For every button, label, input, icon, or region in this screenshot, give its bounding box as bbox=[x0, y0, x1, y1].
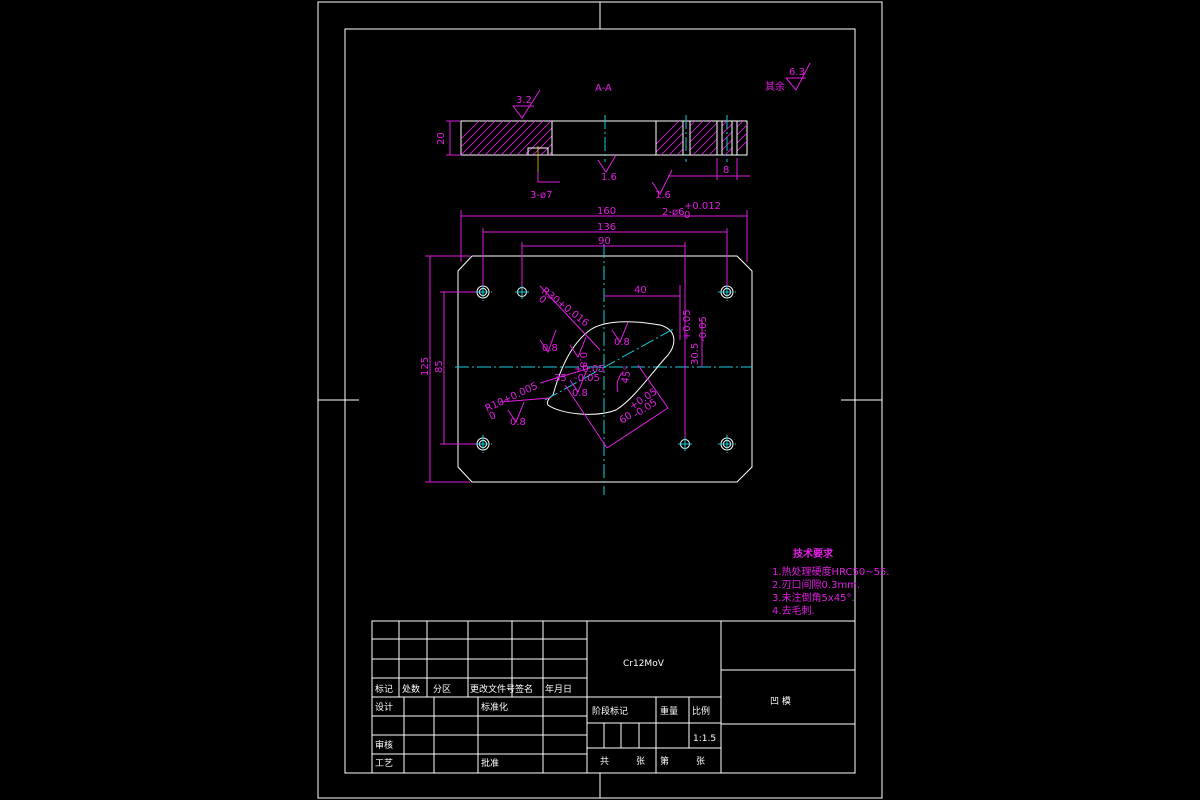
roughness-mid-symbol bbox=[597, 154, 617, 173]
tb-stage: 阶段标记 bbox=[592, 705, 628, 717]
tb-date: 年月日 bbox=[545, 683, 572, 695]
roughness-mid: 1.6 bbox=[601, 172, 617, 183]
dim-30-5: 30.5 bbox=[690, 343, 701, 365]
tb-page: 第 bbox=[660, 755, 669, 767]
svg-text:0.8: 0.8 bbox=[577, 352, 588, 368]
tb-sheet: 共 bbox=[600, 756, 609, 767]
dim-thickness: 20 bbox=[436, 132, 447, 145]
dim-30-5-tol-lower: -0.05 bbox=[698, 316, 709, 342]
dim-r10-lower: 0 bbox=[488, 410, 498, 423]
tb-scale-value: 1:1.5 bbox=[693, 734, 716, 744]
roughness-symbol: 0.8 bbox=[569, 336, 588, 368]
hatch-right bbox=[656, 121, 747, 155]
tb-approve: 批准 bbox=[481, 757, 499, 769]
tb-mark: 标记 bbox=[375, 683, 393, 695]
dim-bolt-span: 136 bbox=[597, 222, 616, 233]
svg-text:0.8: 0.8 bbox=[542, 343, 558, 354]
dim-r10-leader bbox=[499, 397, 551, 403]
die-opening bbox=[546, 321, 675, 415]
tech-req-line4: 4.去毛刺. bbox=[772, 605, 815, 617]
hole-note: 3-ø7 bbox=[530, 190, 552, 201]
dim-offset: 40 bbox=[634, 285, 647, 296]
bolt-hole bbox=[474, 435, 492, 453]
svg-text:0.8: 0.8 bbox=[510, 417, 526, 428]
dim-60-line bbox=[606, 407, 669, 449]
dim-r30-lower: 0 bbox=[536, 294, 548, 307]
bolt-hole bbox=[718, 435, 736, 453]
dim-35-tol-upper: +0.05 bbox=[574, 364, 605, 375]
tb-page-of: 张 bbox=[696, 756, 705, 767]
tech-req-line1: 1.热处理硬度HRC50~55. bbox=[772, 565, 890, 578]
tech-req-title: 技术要求 bbox=[793, 547, 834, 560]
section-outline bbox=[460, 120, 748, 156]
svg-text:0.8: 0.8 bbox=[614, 337, 630, 348]
dim-35-tol-lower: -0.05 bbox=[574, 373, 600, 384]
dim-30-5-tol-upper: +0.05 bbox=[682, 309, 693, 340]
dim-r30: R30+0.016 bbox=[539, 286, 590, 330]
roughness-symbol: 0.8 bbox=[569, 371, 588, 399]
tech-req-line2: 2.刃口间隙0.3mm. bbox=[772, 578, 860, 591]
dim-r30-leader bbox=[539, 285, 601, 351]
tech-requirements: 技术要求 1.热处理硬度HRC50~55. 2.刃口间隙0.3mm. 3.未注倒… bbox=[772, 547, 890, 617]
roughness-symbol: 0.8 bbox=[611, 321, 630, 348]
roughness-right-symbol bbox=[651, 169, 673, 195]
roughness-top-symbol bbox=[512, 89, 541, 119]
dim-pin-tol-upper: +0.012 bbox=[684, 201, 721, 212]
section-view bbox=[460, 115, 748, 172]
dim-pin-span: 90 bbox=[598, 236, 611, 247]
tb-sign: 签名 bbox=[515, 683, 533, 695]
roughness-right: 1.6 bbox=[655, 190, 671, 201]
tb-count: 处数 bbox=[402, 683, 420, 695]
dim-pin-note: 2-ø6 bbox=[662, 207, 684, 218]
dim-angle-arc bbox=[616, 371, 624, 393]
dim-35-line bbox=[539, 367, 591, 384]
tb-doc: 更改文件号 bbox=[470, 683, 515, 695]
pin-hole bbox=[515, 285, 529, 299]
tb-sheet-of: 张 bbox=[636, 756, 645, 767]
roughness-default-symbol bbox=[785, 62, 811, 91]
pin-hole bbox=[678, 437, 692, 451]
material-name: Cr12MoV bbox=[623, 659, 665, 669]
inner-frame bbox=[344, 28, 856, 774]
dim-step: 8 bbox=[723, 165, 729, 176]
tb-scale-label: 比例 bbox=[692, 705, 710, 717]
section-label: A-A bbox=[595, 83, 612, 94]
plate-outline bbox=[457, 255, 753, 483]
roughness-symbol: 0.8 bbox=[539, 329, 558, 354]
tb-weight: 重量 bbox=[660, 705, 678, 717]
dim-bolt-span-v: 85 bbox=[434, 360, 445, 373]
title-block bbox=[371, 620, 856, 774]
dim-angle: 45° bbox=[620, 365, 634, 384]
part-name: 凹 模 bbox=[770, 696, 791, 707]
tb-zone: 分区 bbox=[433, 684, 451, 695]
dim-height: 125 bbox=[420, 357, 431, 376]
svg-text:0.8: 0.8 bbox=[572, 388, 588, 399]
roughness-symbol: 0.8 bbox=[507, 401, 526, 428]
roughness-default-value: 6.3 bbox=[789, 67, 805, 78]
tb-std: 标准化 bbox=[481, 701, 508, 713]
dim-35: 35 bbox=[554, 373, 567, 384]
tb-review: 审核 bbox=[375, 739, 393, 751]
dim-width: 160 bbox=[597, 206, 616, 217]
dim-pin-tol-lower: 0 bbox=[684, 210, 690, 221]
tech-req-line3: 3.未注倒角5x45°. bbox=[772, 591, 855, 604]
roughness-default-prefix: 其余 bbox=[765, 80, 785, 93]
hatch-left bbox=[461, 121, 552, 155]
tb-design: 设计 bbox=[375, 701, 393, 713]
roughness-top: 3.2 bbox=[516, 95, 532, 106]
tb-process: 工艺 bbox=[375, 758, 393, 769]
hole-note-leader bbox=[537, 172, 560, 183]
dim-60-ext bbox=[564, 384, 608, 449]
